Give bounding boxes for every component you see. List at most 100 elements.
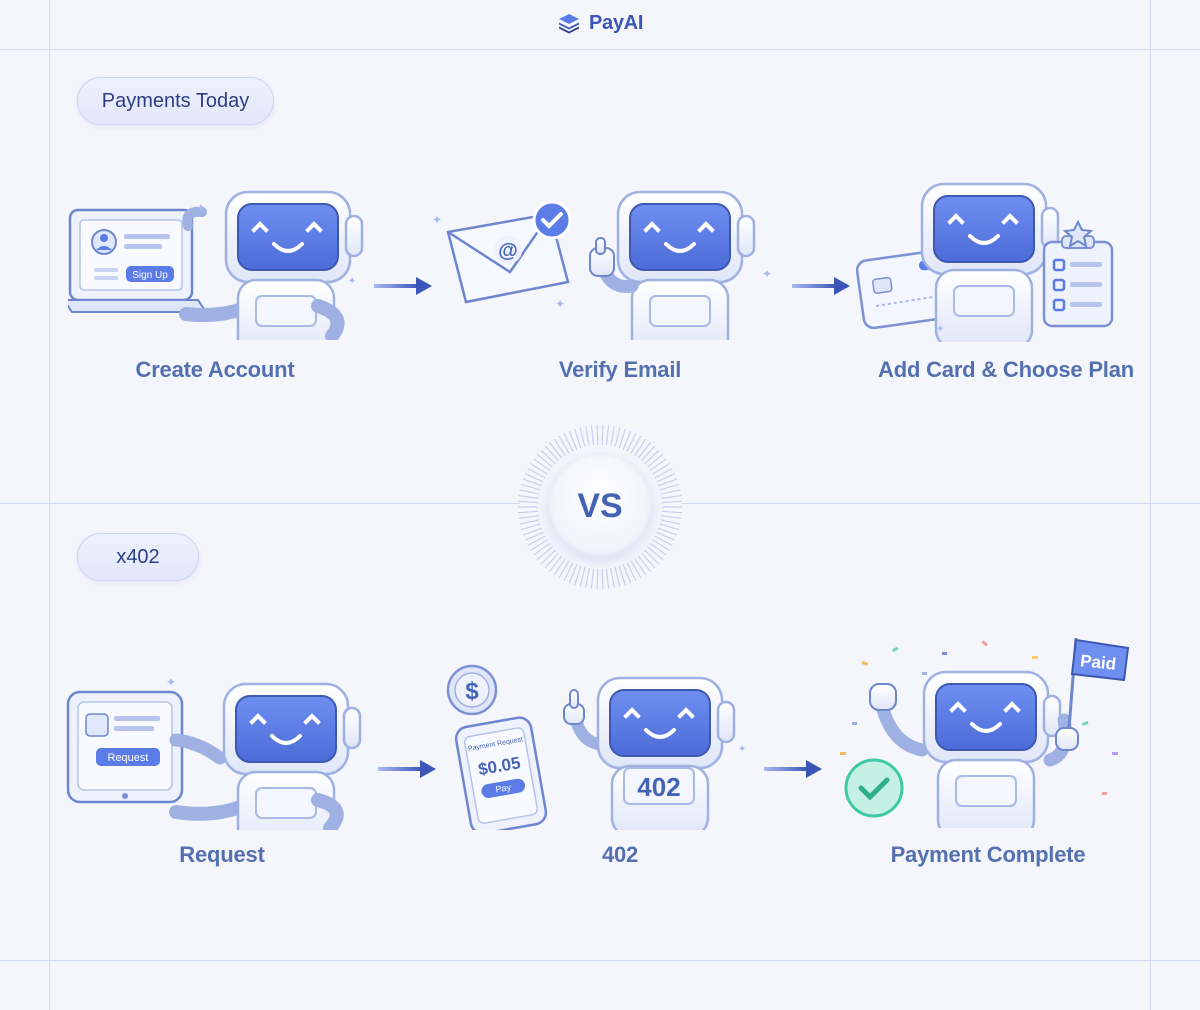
brand-name: PayAI (589, 11, 644, 34)
ray-line (558, 560, 570, 579)
svg-text:✦: ✦ (555, 297, 565, 311)
illustration-add-card: ✦ (856, 182, 1128, 342)
svg-text:✦: ✦ (762, 267, 772, 281)
ray-line (524, 531, 544, 541)
ray-line (533, 542, 551, 556)
request-button-text: Request (108, 752, 149, 764)
arrow-right-icon (374, 277, 432, 295)
check-icon (844, 758, 904, 818)
ray-line (605, 425, 610, 446)
ray-line (574, 428, 582, 449)
clipboard-icon (1042, 235, 1114, 328)
ray-line (563, 562, 574, 581)
arrow-right-icon (764, 760, 822, 778)
star-icon (1062, 219, 1094, 249)
ray-line (654, 467, 673, 479)
ray-line (660, 519, 681, 525)
svg-text:✦: ✦ (196, 201, 206, 215)
ray-line (530, 463, 548, 475)
versus-badge: VS (516, 423, 684, 591)
ray-line (544, 445, 559, 462)
svg-text:✦: ✦ (348, 276, 356, 287)
ray-line (661, 494, 682, 499)
ray-line (649, 458, 667, 472)
ray-line (549, 555, 563, 572)
ray-line (590, 425, 595, 446)
ray-line (579, 427, 586, 447)
section-title-payments-today: Payments Today (77, 77, 274, 125)
versus-text: VS (549, 455, 651, 557)
ray-line (634, 438, 647, 456)
ray-line (533, 458, 551, 472)
stack-logo-icon (559, 14, 579, 34)
ray-line (518, 515, 539, 520)
ray-line (522, 478, 542, 487)
ray-line (622, 430, 632, 450)
ray-line (661, 515, 682, 520)
ray-line (659, 483, 679, 491)
laptop-icon: Sign Up (68, 208, 208, 313)
step-label-verify-email: Verify Email (558, 357, 682, 382)
ray-line (549, 442, 563, 459)
ray-line (518, 494, 539, 499)
ray-line (614, 567, 621, 587)
brand-logo: PayAI (557, 11, 643, 35)
ray-line (518, 500, 539, 504)
ray-line (610, 567, 615, 588)
step-label-payment-complete: Payment Complete (890, 842, 1086, 867)
ray-line (519, 519, 540, 525)
ray-line (641, 552, 656, 569)
ray-line (585, 567, 590, 588)
ray-line (622, 564, 632, 584)
ray-line (558, 435, 570, 454)
step-label-402: 402 (601, 842, 639, 867)
at-symbol: @ (498, 240, 518, 262)
ray-line (530, 539, 548, 551)
ray-line (579, 567, 586, 587)
ray-line (563, 433, 574, 452)
ray-line (601, 425, 604, 446)
ray-line (601, 568, 604, 589)
ray-line (630, 560, 642, 579)
ray-line (553, 558, 566, 576)
ray-line (585, 426, 590, 447)
step-label-add-card-choose-plan: Add Card & Choose Plan (878, 357, 1134, 382)
ray-line (614, 427, 621, 447)
divider-middle-left (0, 503, 520, 504)
ray-line (540, 549, 556, 565)
ray-line (540, 449, 556, 465)
check-icon (532, 200, 572, 240)
ray-line (568, 430, 578, 450)
flag-text: Paid (1079, 651, 1117, 674)
confetti-icon (840, 640, 1118, 795)
illustration-verify-email: @ ✦ ✦ ✦ (430, 190, 775, 340)
svg-text:✦: ✦ (166, 675, 176, 689)
badge-402: 402 (637, 772, 680, 802)
divider-left (49, 0, 50, 1010)
ray-line (647, 453, 664, 468)
ray-line (641, 445, 656, 462)
phone-icon: Payment Request $0.05 Pay (454, 716, 548, 830)
svg-text:✦: ✦ (738, 744, 746, 755)
ray-line (652, 463, 670, 475)
ray-line (637, 442, 651, 459)
tablet-icon: Request (66, 690, 184, 804)
ray-line (544, 552, 559, 569)
ray-line (596, 568, 599, 589)
ray-line (644, 449, 660, 465)
ray-line (661, 500, 682, 504)
ray-line (536, 546, 553, 561)
ray-line (536, 453, 553, 468)
ray-line (661, 510, 682, 514)
ray-line (656, 531, 676, 541)
ray-line (647, 546, 664, 561)
divider-right (1150, 0, 1151, 1010)
divider-bottom (0, 960, 1200, 961)
ray-line (605, 568, 610, 589)
svg-text:✦: ✦ (936, 324, 944, 335)
ray-line (527, 467, 546, 479)
ray-line (596, 425, 599, 446)
ray-line (590, 568, 595, 589)
ray-line (630, 435, 642, 454)
step-label-request: Request (179, 842, 265, 867)
